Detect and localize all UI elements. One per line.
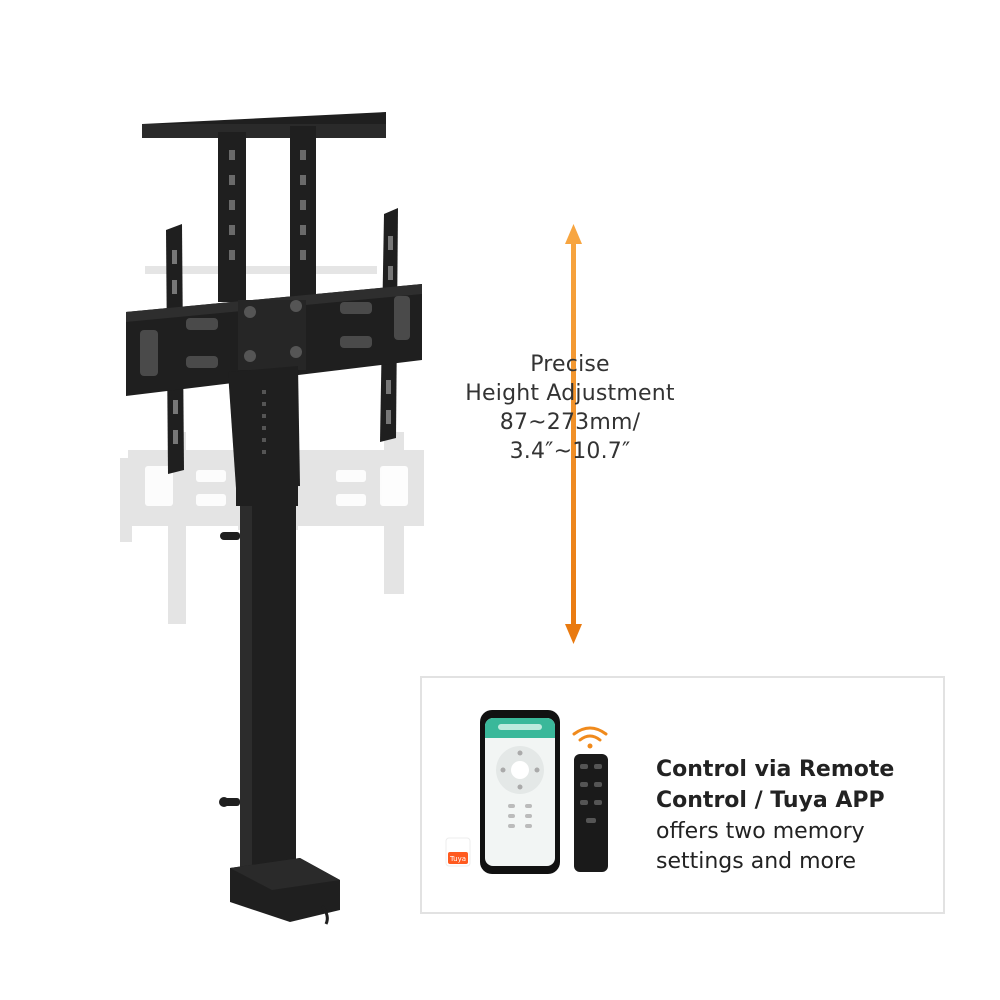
tuya-badge-text: Tuya: [449, 855, 466, 863]
height-line-precise: Precise: [530, 352, 610, 377]
control-title-line1: Control via Remote: [656, 757, 895, 782]
control-feature-card: Tuya: [420, 676, 945, 914]
height-line-mm: 87~273mm/: [499, 410, 641, 435]
mount-main-bracket: [126, 284, 422, 396]
height-line-inches: 3.4″~10.7″: [509, 439, 631, 464]
double-arrow-icon: [565, 224, 582, 644]
remote-control-icon: [574, 754, 608, 872]
tuya-logo-icon: Tuya: [445, 837, 471, 867]
mount-ghost-holes: [145, 466, 408, 506]
control-devices-illustration: Tuya: [445, 710, 608, 874]
mount-upper-uprights: [218, 126, 316, 302]
phone-app-icon: [480, 710, 560, 874]
mount-side-knobs: [219, 532, 240, 807]
control-desc-line2: settings and more: [656, 849, 857, 874]
mount-top-shelf: [142, 112, 386, 138]
height-adjustment-label: Precise Height Adjustment 87~273mm/ 3.4″…: [440, 350, 700, 466]
control-title-line2: Control / Tuya APP: [656, 788, 885, 813]
control-desc-line1: offers two memory: [656, 819, 865, 844]
mount-base-box: [230, 858, 340, 925]
height-line-title: Height Adjustment: [465, 381, 675, 406]
control-text-block: Control via Remote Control / Tuya APP of…: [656, 754, 946, 876]
wifi-signal-icon: [572, 726, 608, 749]
